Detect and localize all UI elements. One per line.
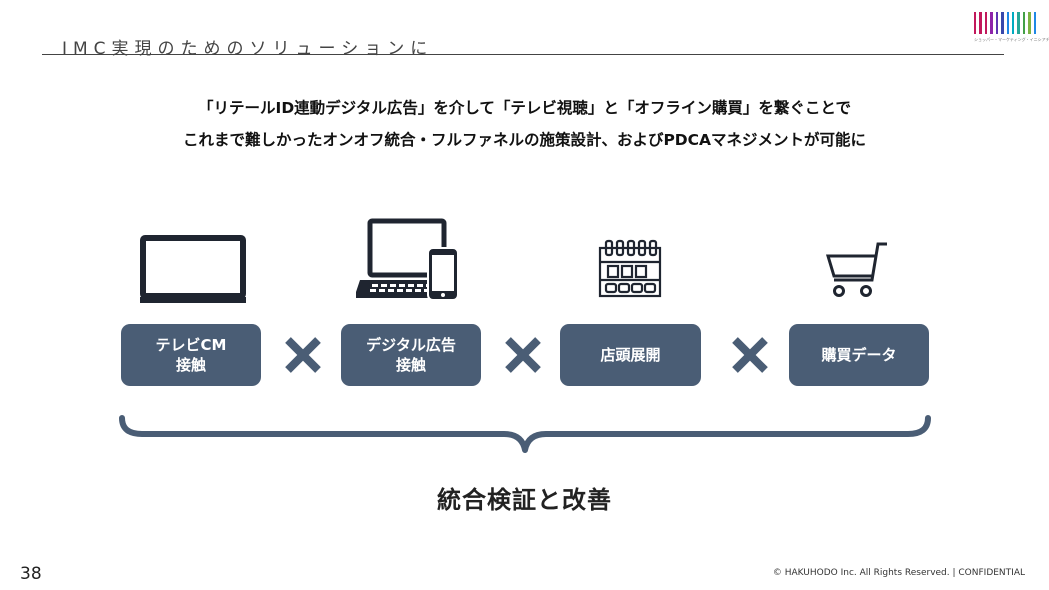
step-label-line1: テレビCM — [155, 336, 227, 354]
result-label: 統合検証と改善 — [437, 486, 612, 514]
lead-line-2: これまで難しかったオンオフ統合・フルファネルの施策設計、およびPDCAマネジメン… — [182, 131, 867, 149]
header-divider — [42, 54, 1004, 55]
shopping-cart-icon — [825, 242, 887, 297]
brand-logo: ショッパー・マーケティング・イニシアチブ — [974, 12, 1049, 48]
step-label-line1: 購買データ — [821, 346, 897, 364]
lead-line-1: 「リテールID連動デジタル広告」を介して「テレビ視聴」と「オフライン購買」を繋ぐ… — [198, 99, 851, 117]
times-icon — [285, 337, 321, 373]
step-box-purchase-data: 購買データ — [789, 324, 929, 386]
logo-bar — [995, 12, 999, 34]
step-box-tv-cm: テレビCM 接触 — [121, 324, 261, 386]
logo-caption: ショッパー・マーケティング・イニシアチブ — [974, 37, 1049, 42]
page-title: IMC実現のためのソリューションに — [62, 39, 434, 59]
store-shelf-icon — [598, 239, 662, 298]
step-box-store: 店頭展開 — [560, 324, 701, 386]
tv-icon — [140, 235, 246, 303]
logo-bar — [979, 12, 982, 34]
logo-bar — [990, 12, 993, 34]
logo-bar — [974, 12, 977, 34]
logo-bar — [1017, 12, 1020, 34]
logo-bar — [1011, 12, 1015, 34]
logo-bar — [1006, 12, 1009, 34]
logo-bar — [1022, 12, 1026, 34]
logo-bar — [1028, 12, 1031, 34]
page-number: 38 — [20, 564, 42, 584]
logo-bar — [984, 12, 988, 34]
step-label-line1: デジタル広告 — [366, 336, 456, 354]
laptop-phone-icon — [356, 218, 459, 301]
copyright-footer: © HAKUHODO Inc. All Rights Reserved. | C… — [772, 568, 1025, 578]
step-label-line2: 接触 — [395, 356, 426, 374]
step-box-digital-ad: デジタル広告 接触 — [341, 324, 481, 386]
times-icon — [505, 337, 541, 373]
step-label-line1: 店頭展開 — [600, 346, 661, 364]
logo-bar — [1001, 12, 1004, 34]
logo-bars — [974, 12, 1037, 34]
times-icon — [732, 337, 768, 373]
step-label-line2: 接触 — [175, 356, 206, 374]
logo-bar — [1033, 12, 1037, 34]
curly-brace-icon — [119, 415, 931, 453]
